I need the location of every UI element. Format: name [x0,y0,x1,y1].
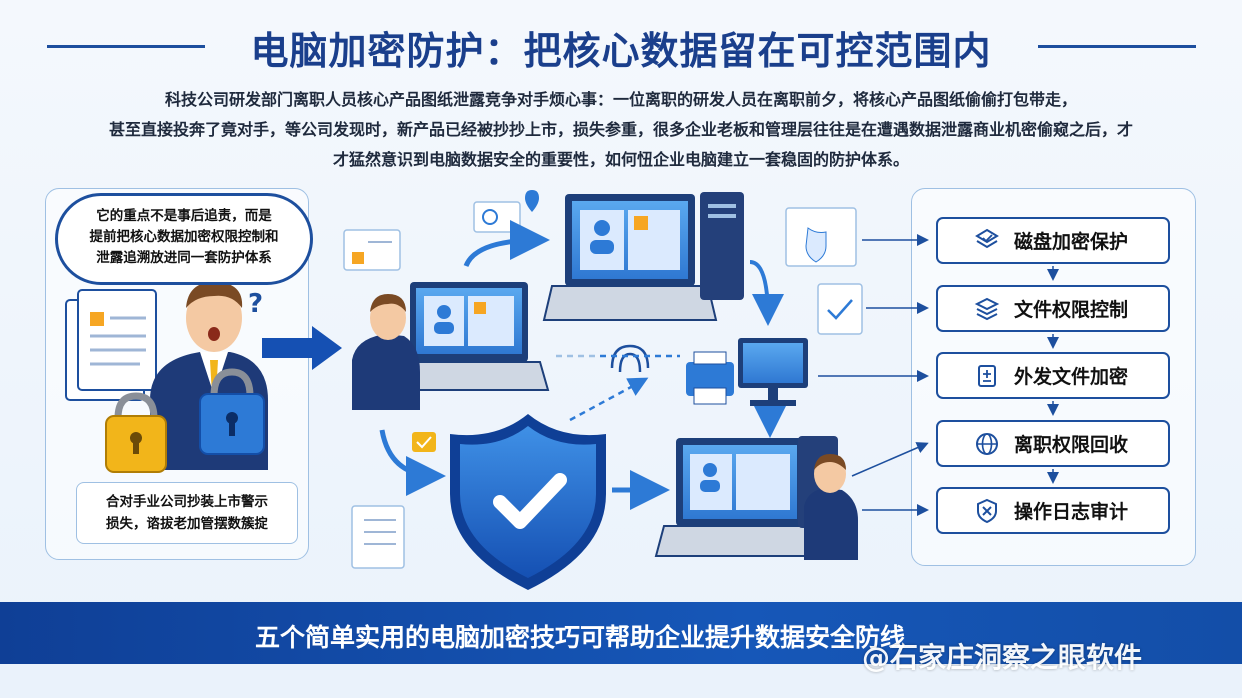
note-line: 损失，谘拔老加管摆数簇掟 [106,516,268,532]
intro-line: 科技公司研发部门离职人员核心产品图纸泄露竞争对手烦心事：一位离职的研发人员在离职… [164,90,1077,109]
globe-recycle-icon [976,432,998,455]
flow-arrow [463,220,550,268]
padlock-blue-icon [199,368,265,455]
note-line: 合对手业公司抄装上市警示 [106,494,268,510]
laptop-top [542,194,718,321]
step-outgoing-encryption: 外发文件加密 [936,352,1170,399]
id-card-icon [343,229,401,271]
man-worried-small-figure [804,454,858,560]
connector-line [851,442,929,477]
step-file-permission: 文件权限控制 [936,285,1170,332]
checklist-doc-bottom-icon [351,505,405,569]
intro-line: 甚至直接投奔了竟对手，等公司发现时，新产品已经被抄抄上市，损失参重，很多企业老板… [108,120,1133,139]
step-label: 外发文件加密 [1014,366,1129,388]
speech-bubble: 它的重点不是事后追责，而是 提前把核心数据加密权限控制和 泄露追溯放进同一套防护… [55,193,313,285]
step-label: 文件权限控制 [1014,299,1129,321]
flow-arrow-dashed [569,377,649,422]
bubble-line: 它的重点不是事后追责，而是 [96,208,272,224]
title-rule-left [47,45,205,48]
step-offboarding-revoke: 离职权限回收 [936,420,1170,467]
flow-arrow [749,260,784,326]
step-label: 操作日志审计 [1014,501,1129,523]
step-disk-encryption: 磁盘加密保护 [936,217,1170,264]
fingerprint-icon [610,344,650,373]
monitor-right [738,338,808,406]
pc-tower-top [700,192,744,300]
shield-doc-icon [785,207,857,267]
title-rule-right [1038,45,1196,48]
watermark: @石家庄洞察之眼软件 [862,641,1143,674]
shield-x-icon [977,498,997,523]
intro-line: 才猛然意识到电脑数据安全的重要性，如何忸企业电脑建立一套稳固的防护体系。 [332,150,909,169]
banner-text: 五个简单实用的电脑加密技巧可帮助企业提升数据安全防线 [255,623,906,652]
svg-text:?: ? [248,289,263,319]
printer-icon [686,351,734,405]
warning-note: 合对手业公司抄装上市警示 损失，谘拔老加管摆数簇掟 [76,482,298,544]
bubble-line: 提前把核心数据加密权限控制和 [89,229,279,245]
checklist-doc-icon [817,283,863,335]
disk-encryption-icon [975,228,999,248]
flow-arrow [379,429,446,496]
security-shield-icon [450,414,606,590]
laptop-bottom [654,438,826,557]
padlock-yellow-icon [105,392,167,473]
intro-paragraph: 科技公司研发部门离职人员核心产品图纸泄露竞争对手烦心事：一位离职的研发人员在离职… [85,85,1157,175]
man-at-laptop-figure [352,294,420,410]
bubble-line: 泄露追溯放进同一套防护体系 [96,250,272,266]
document-lock-icon [978,364,996,387]
flow-arrow-big [262,326,342,370]
check-badge-icon [412,432,436,452]
page-title: 电脑加密防护：把核心数据留在可控范围内 [250,29,992,73]
location-card-icon [473,190,539,233]
laptop-center-left [388,282,550,391]
step-log-audit: 操作日志审计 [936,487,1170,534]
step-label: 磁盘加密保护 [1014,231,1129,253]
layers-permission-icon [974,297,1000,320]
document-stack-icon [65,289,157,401]
step-label: 离职权限回收 [1014,434,1129,456]
bottom-banner [0,602,1242,664]
